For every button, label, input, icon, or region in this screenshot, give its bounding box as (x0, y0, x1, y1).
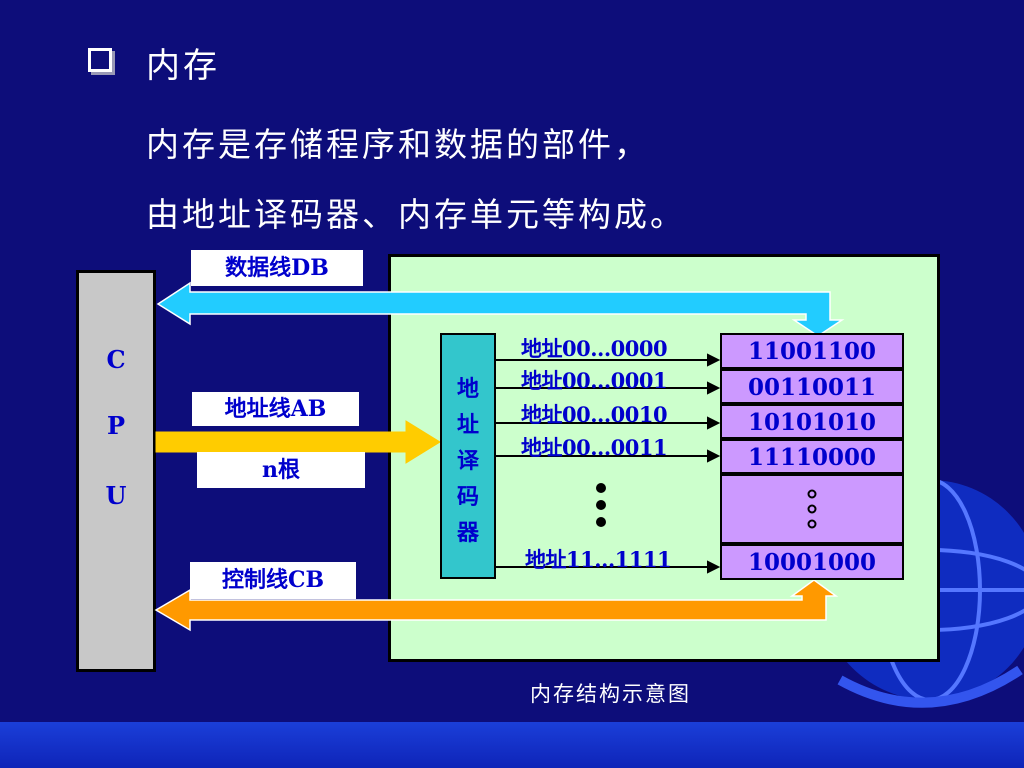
cpu-letter: P (106, 411, 126, 440)
decoder-char: 码 (456, 484, 479, 510)
square-bullet-icon (88, 48, 112, 72)
slide-heading: 内存 (146, 46, 220, 86)
data-bus-arrow (156, 281, 845, 337)
address-bus-width-label: n根 (197, 452, 365, 488)
data-bus-label: 数据线DB (191, 250, 363, 286)
address-bus-label: 地址线AB (192, 392, 359, 426)
address-decoder: 地 址 译 码 器 (440, 333, 496, 579)
cpu-letter: C (106, 345, 126, 374)
decoder-char: 址 (456, 412, 479, 438)
memory-cell: 10001000 (720, 544, 904, 580)
memory-cell: 00110011 (720, 369, 904, 404)
memory-cell-ellipsis (720, 474, 904, 544)
memory-cell: 11001100 (720, 333, 904, 369)
address-label: 地址00...0011 (521, 435, 668, 460)
address-label: 地址00...0010 (521, 402, 668, 427)
address-label: 地址11…1111 (525, 547, 672, 572)
decoder-char: 译 (456, 448, 479, 474)
cpu-box: C P U (76, 270, 156, 672)
control-bus-label: 控制线CB (190, 562, 356, 599)
address-label: 地址00...0000 (521, 336, 668, 361)
memory-cell: 11110000 (720, 439, 904, 474)
ellipsis-dots (596, 483, 606, 527)
description-line-2: 由地址译码器、内存单元等构成。 (146, 195, 686, 234)
cell-ellipsis-dots (807, 489, 817, 529)
diagram-caption: 内存结构示意图 (530, 682, 691, 706)
cpu-letter: U (105, 481, 127, 510)
decoder-char: 器 (456, 520, 479, 546)
decoder-char: 地 (456, 376, 479, 402)
control-bus-arrow (154, 579, 839, 632)
address-label: 地址00...0001 (521, 368, 668, 393)
description-line-1: 内存是存储程序和数据的部件， (146, 125, 650, 164)
memory-cell: 10101010 (720, 404, 904, 439)
bottom-bar (0, 722, 1024, 768)
